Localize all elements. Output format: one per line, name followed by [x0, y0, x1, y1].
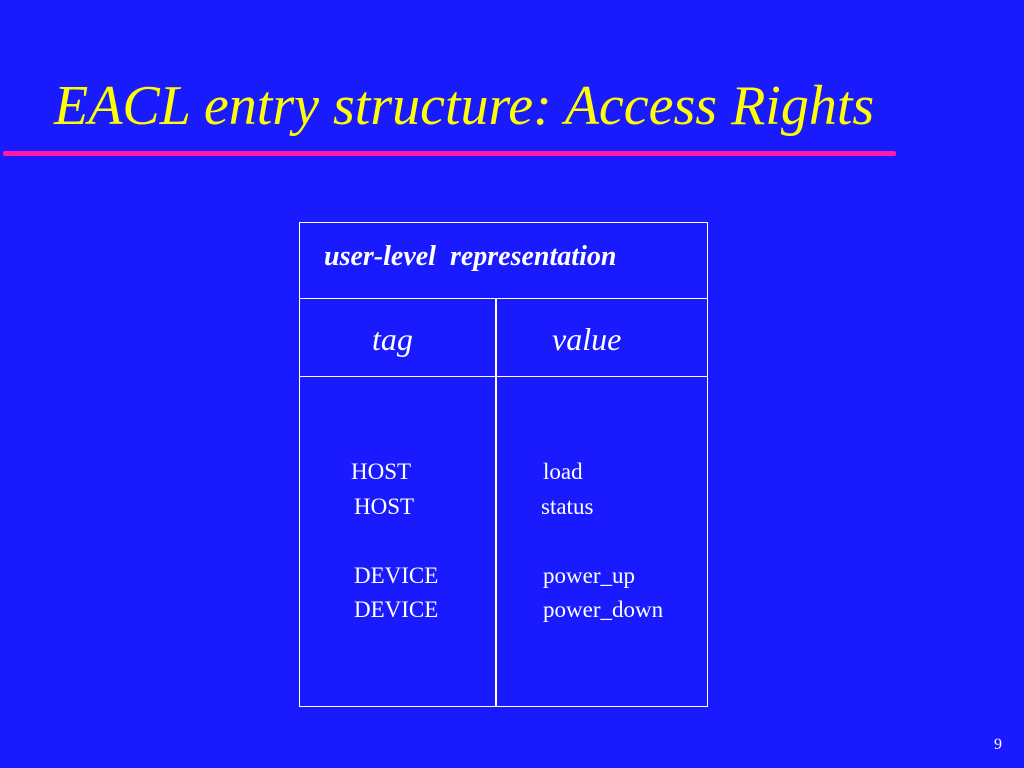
table-cell-value: power_up: [543, 563, 635, 588]
slide-title: EACL entry structure: Access Rights: [54, 75, 875, 137]
table-cell-tag: DEVICE: [354, 597, 439, 622]
table-cell-value: load: [543, 459, 583, 484]
column-header-value: value: [552, 321, 622, 357]
table-cell-value: power_down: [543, 597, 664, 622]
table-cell-tag: HOST: [351, 459, 412, 484]
table-header: user-level representation: [324, 241, 617, 272]
table-cell-tag: DEVICE: [354, 563, 439, 588]
table-cell-tag: HOST: [354, 494, 415, 519]
title-underline: [3, 151, 896, 156]
table-cell-value: status: [541, 494, 594, 519]
column-header-tag: tag: [372, 321, 413, 357]
page-number: 9: [994, 736, 1002, 753]
column-divider: [495, 299, 497, 707]
column-header-row: tag value: [300, 299, 707, 377]
table-header-row: user-level representation: [300, 223, 707, 299]
access-rights-table: user-level representation tag value HOST…: [299, 222, 708, 707]
